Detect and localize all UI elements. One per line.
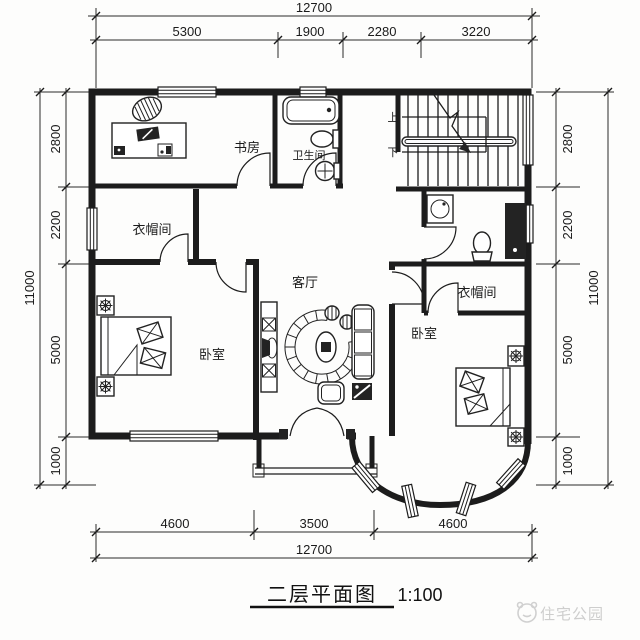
room-label-study: 书房 (234, 140, 260, 155)
room-label-bedroom-left: 卧室 (199, 347, 225, 362)
room-label-living: 客厅 (292, 275, 318, 290)
stairs-arrow-head (459, 142, 471, 153)
title-block: 二层平面图 1:100 (250, 584, 443, 609)
toilet-right (472, 231, 492, 255)
coffee-table (315, 331, 337, 363)
plan-title: 二层平面图 (267, 584, 377, 606)
door-cloak-left (159, 233, 189, 263)
window-study-top (157, 86, 217, 98)
pillow (136, 321, 164, 345)
window-bedroom-left-bottom (129, 430, 219, 442)
room-label-bedroom-right: 卧室 (411, 326, 437, 341)
dim-left-seg-3: 5000 (48, 336, 63, 365)
furniture-bedroom-right (455, 345, 525, 447)
dim-left-seg-1: 2800 (48, 125, 63, 154)
pouf (324, 305, 340, 321)
lamp (98, 379, 113, 394)
room-label-cloak-left: 衣帽间 (132, 222, 171, 237)
dimension-ticks (35, 11, 613, 563)
plan-scale: 1:100 (397, 585, 442, 605)
speaker (262, 317, 276, 332)
lamp (509, 349, 523, 363)
door-french-balcony (289, 407, 345, 437)
windows (86, 86, 534, 519)
watermark: 住宅公园 (516, 601, 604, 623)
dim-left-overall: 11000 (22, 270, 37, 305)
office-chair (131, 96, 163, 122)
window-bay-1 (351, 460, 381, 494)
door-bedroom-right (391, 271, 425, 305)
speaker (262, 363, 276, 378)
dim-bottom-seg-2: 3500 (300, 516, 329, 531)
door-bath-right (423, 226, 457, 260)
door-bath-top (302, 152, 337, 187)
pillow (463, 392, 489, 416)
furniture-living (260, 301, 375, 405)
dim-top-overall: 12700 (296, 0, 332, 15)
window-stairs-right (522, 94, 534, 166)
dim-right-seg-3: 5000 (560, 336, 575, 365)
pillow (139, 346, 167, 370)
lamp (509, 430, 523, 444)
room-label-bathroom: 卫生间 (293, 148, 326, 162)
sink (310, 130, 334, 148)
dim-right-overall: 11000 (586, 270, 601, 305)
furniture-bedroom-left (96, 295, 172, 397)
window-cloak-left (86, 207, 98, 251)
corner-table (352, 383, 372, 400)
window-bath-top (299, 86, 327, 98)
window-bay-3 (455, 481, 477, 517)
dim-right-seg-4: 1000 (560, 447, 575, 476)
door-bedroom-left (215, 261, 247, 293)
furniture-bathroom-right (426, 194, 526, 262)
dim-right-seg-2: 2200 (560, 211, 575, 240)
doors (159, 152, 459, 437)
blanket-fold (113, 343, 138, 376)
dim-bottom-seg-3: 4600 (439, 516, 468, 531)
blanket-fold (488, 403, 511, 427)
lamp (98, 298, 113, 313)
dim-bottom-seg-1: 4600 (161, 516, 190, 531)
stairs-up-label: 上 (388, 111, 399, 124)
dim-right-seg-1: 2800 (560, 125, 575, 154)
dim-bottom-overall: 12700 (296, 542, 332, 557)
sofa-three-seat (351, 304, 375, 380)
stairs-down-label: 下 (388, 147, 399, 159)
dim-top-seg-4: 3220 (462, 24, 491, 39)
tv (262, 337, 278, 359)
door-cloak-right (427, 282, 459, 314)
watermark-logo-icon (516, 601, 538, 623)
monitor (136, 126, 160, 142)
dim-left-seg-4: 1000 (48, 447, 63, 476)
dim-top-seg-3: 2280 (368, 24, 397, 39)
round-sofa (284, 309, 360, 385)
stairs: 上 下 (388, 94, 519, 186)
desk-item-right (157, 143, 173, 157)
shower-cabinet (505, 203, 526, 259)
watermark-text: 住宅公园 (540, 606, 604, 623)
furniture-bathroom-top (282, 96, 341, 182)
stool (317, 381, 345, 405)
dimension-lines: 12700 5300 1900 2280 3220 4600 3500 4600… (22, 0, 614, 563)
door-study (236, 152, 271, 187)
furniture-study (111, 96, 187, 159)
window-bay-2 (401, 483, 419, 519)
pillow (458, 370, 486, 394)
room-labels: 书房 卫生间 衣帽间 客厅 卧室 衣帽间 卧室 (132, 140, 496, 362)
bathtub (282, 96, 340, 125)
dim-top-seg-1: 5300 (173, 24, 202, 39)
window-bay-4 (495, 457, 527, 491)
dim-left-seg-2: 2200 (48, 211, 63, 240)
room-label-cloak-right: 衣帽间 (457, 285, 496, 300)
dim-top-seg-2: 1900 (296, 24, 325, 39)
